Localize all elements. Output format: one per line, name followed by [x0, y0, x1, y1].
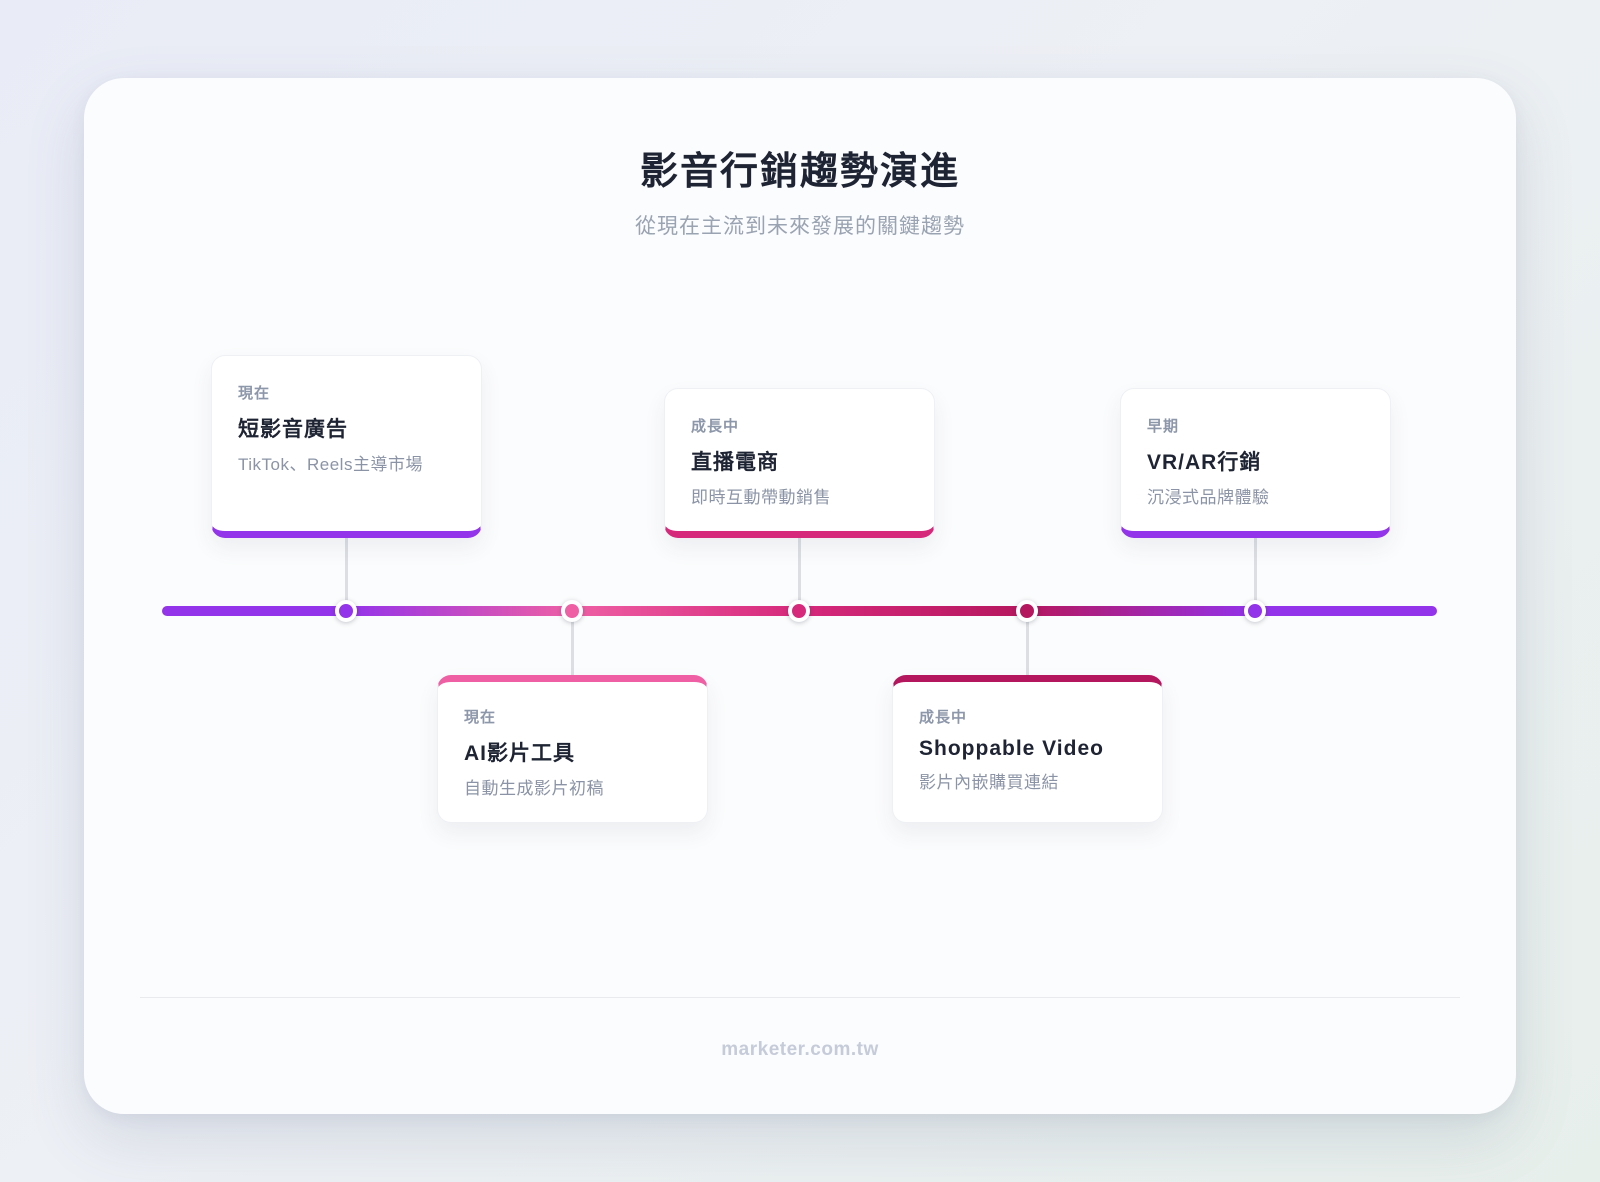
trend-card-short-video-ads: 現在 短影音廣告 TikTok、Reels主導市場 — [211, 355, 482, 538]
trend-description: 即時互動帶動銷售 — [691, 488, 831, 507]
connector-line — [1026, 616, 1029, 676]
trend-description: TikTok、Reels主導市場 — [238, 455, 423, 474]
page-subtitle: 從現在主流到未來發展的關鍵趨勢 — [635, 215, 965, 238]
trend-title: VR/AR行銷 — [1147, 451, 1262, 474]
stage-label: 早期 — [1147, 418, 1180, 435]
timeline-dot — [561, 600, 583, 622]
trend-title: AI影片工具 — [464, 742, 575, 765]
trend-description: 自動生成影片初稿 — [464, 779, 604, 798]
trend-title: 短影音廣告 — [238, 418, 348, 441]
stage-label: 成長中 — [919, 709, 968, 726]
timeline-dot — [1244, 600, 1266, 622]
trend-description: 影片內嵌購買連結 — [919, 773, 1059, 792]
infographic-panel: 影音行銷趨勢演進 從現在主流到未來發展的關鍵趨勢 現在 短影音廣告 TikTok… — [84, 78, 1516, 1114]
page-title: 影音行銷趨勢演進 — [639, 151, 960, 193]
trend-card-live-commerce: 成長中 直播電商 即時互動帶動銷售 — [664, 388, 935, 538]
timeline-dot — [1016, 600, 1038, 622]
trend-card-shoppable-video: 成長中 Shoppable Video 影片內嵌購買連結 — [892, 675, 1163, 823]
footer-domain: marketer.com.tw — [721, 1039, 879, 1060]
trend-card-vr-ar-marketing: 早期 VR/AR行銷 沉浸式品牌體驗 — [1120, 388, 1391, 538]
trend-description: 沉浸式品牌體驗 — [1147, 488, 1270, 507]
footer-divider — [140, 997, 1460, 998]
stage-label: 現在 — [238, 385, 271, 402]
trend-card-ai-video-tools: 現在 AI影片工具 自動生成影片初稿 — [437, 675, 708, 823]
connector-line — [1254, 538, 1257, 606]
stage-label: 現在 — [464, 709, 497, 726]
timeline-dot — [335, 600, 357, 622]
trend-title: 直播電商 — [691, 451, 779, 474]
connector-line — [571, 616, 574, 676]
timeline-dot — [788, 600, 810, 622]
connector-line — [345, 538, 348, 606]
stage-label: 成長中 — [691, 418, 740, 435]
trend-title: Shoppable Video — [919, 737, 1104, 760]
connector-line — [798, 538, 801, 606]
